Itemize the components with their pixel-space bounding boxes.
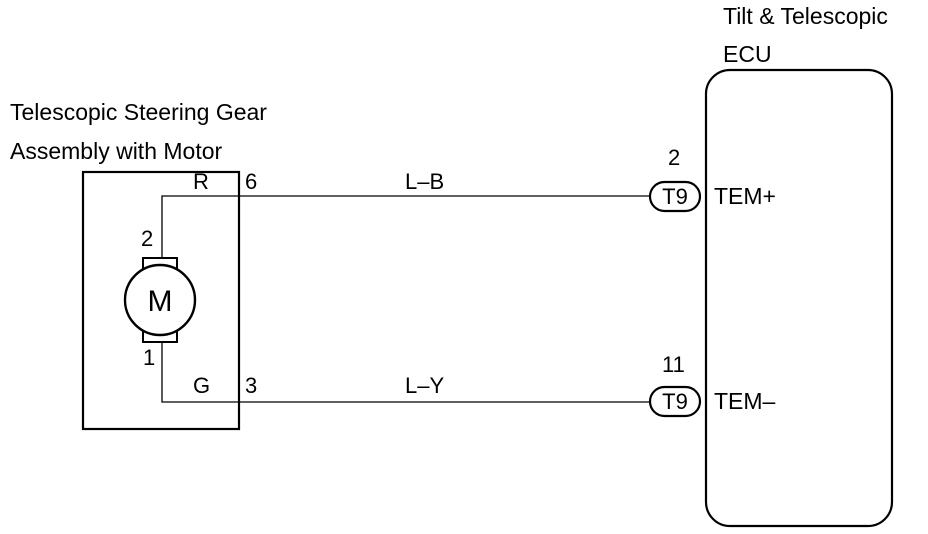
terminal-top-pin: 6	[245, 169, 257, 194]
assembly-title-line2: Assembly with Motor	[10, 138, 223, 164]
motor-wire-top	[161, 195, 239, 258]
ecu-pin-11: 11	[662, 352, 685, 377]
wire-tem-minus: L–Y 11 T9 TEM–	[239, 352, 776, 418]
ecu-terminal-tem-minus: TEM–	[714, 388, 776, 414]
terminal-bottom-color: G	[193, 373, 210, 398]
ecu-title-line2: ECU	[723, 41, 772, 67]
connector-t9-top	[648, 180, 702, 213]
terminal-top-color: R	[193, 169, 209, 194]
ecu-block: Tilt & Telescopic ECU	[704, 3, 894, 528]
motor-assembly: Telescopic Steering Gear Assembly with M…	[10, 99, 267, 431]
connector-t9-top-label: T9	[662, 184, 688, 209]
motor-symbol: M	[148, 285, 173, 318]
wire-tem-plus: L–B 2 T9 TEM+	[239, 145, 776, 213]
connector-t9-bottom-label: T9	[662, 389, 688, 414]
motor-wire-bottom	[161, 342, 239, 403]
motor-pin-top: 2	[141, 226, 153, 251]
ecu-pin-2: 2	[668, 145, 680, 170]
ecu-title-line1: Tilt & Telescopic	[723, 3, 888, 29]
wire-color-ly: L–Y	[405, 373, 444, 398]
motor-icon: M	[123, 263, 197, 337]
terminal-bottom-pin: 3	[245, 373, 257, 398]
assembly-box	[81, 170, 241, 431]
wire-color-lb: L–B	[405, 169, 444, 194]
motor-pin-bottom: 1	[143, 345, 155, 370]
ecu-box	[704, 68, 894, 528]
assembly-title-line1: Telescopic Steering Gear	[10, 99, 267, 125]
connector-t9-bottom	[648, 385, 702, 418]
ecu-terminal-tem-plus: TEM+	[714, 183, 776, 209]
